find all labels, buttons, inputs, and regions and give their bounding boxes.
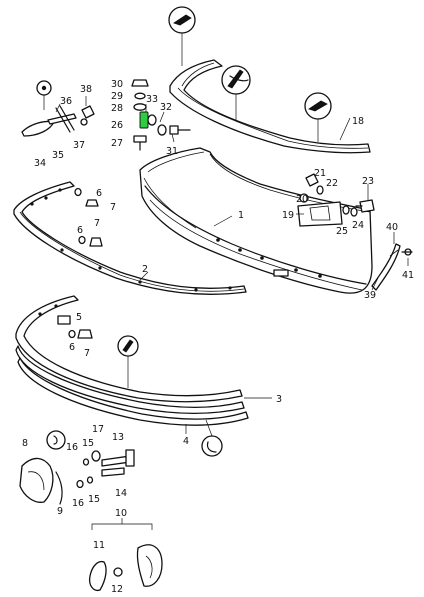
callout-7c: 7 [84, 348, 90, 359]
callout-7b: 7 [94, 218, 100, 229]
leader-lines [55, 96, 409, 291]
callout-20: 20 [296, 194, 308, 205]
callout-6b: 6 [77, 225, 83, 236]
callout-41: 41 [402, 270, 414, 281]
callout-10: 10 [115, 508, 127, 519]
callout-19: 19 [282, 210, 294, 221]
callout-4: 4 [183, 436, 189, 447]
callout-40: 40 [386, 222, 398, 233]
badge-detail-left [21, 80, 95, 137]
callout-7a: 7 [110, 202, 116, 213]
trim-strip-lower [13, 181, 247, 295]
callout-15b: 15 [88, 494, 100, 505]
callout-30: 30 [111, 79, 123, 90]
side-trim-right [371, 243, 413, 291]
callout-18: 18 [352, 116, 364, 127]
symbol-badge-1 [168, 6, 196, 66]
callout-23: 23 [362, 176, 374, 187]
callout-5: 5 [76, 312, 82, 323]
callout-16a: 16 [66, 442, 78, 453]
trim-strip-upper [169, 59, 371, 154]
callout-21: 21 [314, 168, 326, 179]
callout-12: 12 [111, 584, 123, 595]
callout-2: 2 [142, 264, 148, 275]
symbol-badge-2 [221, 65, 251, 120]
callout-24: 24 [352, 220, 364, 231]
symbol-badge-4 [117, 335, 139, 388]
strip-assembly [15, 295, 272, 434]
callout-8: 8 [22, 438, 28, 449]
mounting-bracket [297, 173, 375, 227]
callout-labels: 1 2 3 4 5 6 7 6 7 6 7 8 9 10 11 12 13 14… [22, 79, 414, 595]
callout-38: 38 [80, 84, 92, 95]
callout-37: 37 [73, 140, 85, 151]
callout-31: 31 [166, 146, 178, 157]
callout-14: 14 [115, 488, 127, 499]
callout-28: 28 [111, 103, 123, 114]
callout-25: 25 [336, 226, 348, 237]
callout-1: 1 [238, 210, 244, 221]
fastener-cluster-top [131, 79, 191, 151]
callout-35: 35 [52, 150, 64, 161]
callout-26: 26 [111, 120, 123, 131]
symbol-badge-5 [201, 419, 223, 457]
callout-36: 36 [60, 96, 72, 107]
callout-6a: 6 [96, 188, 102, 199]
bumper-main-body [139, 147, 373, 294]
callout-11: 11 [93, 540, 105, 551]
end-cap-bottom [88, 518, 163, 592]
callout-9: 9 [57, 506, 63, 517]
callout-27: 27 [111, 138, 123, 149]
callout-17: 17 [92, 424, 104, 435]
callout-6c: 6 [69, 342, 75, 353]
fasteners-5-6-7-lower [57, 315, 93, 339]
callout-22: 22 [326, 178, 338, 189]
callout-32: 32 [160, 102, 172, 113]
callout-34: 34 [34, 158, 46, 169]
callout-29: 29 [111, 91, 123, 102]
callout-16b: 16 [72, 498, 84, 509]
bolt-assembly-13-17 [76, 449, 135, 489]
callout-13: 13 [112, 432, 124, 443]
callout-33: 33 [146, 94, 158, 105]
callout-39: 39 [364, 290, 376, 301]
end-cap-left [19, 430, 66, 505]
callout-15a: 15 [82, 438, 94, 449]
callout-3: 3 [276, 394, 282, 405]
fasteners-6-7-upper [74, 187, 103, 247]
symbol-badge-3 [304, 92, 332, 142]
